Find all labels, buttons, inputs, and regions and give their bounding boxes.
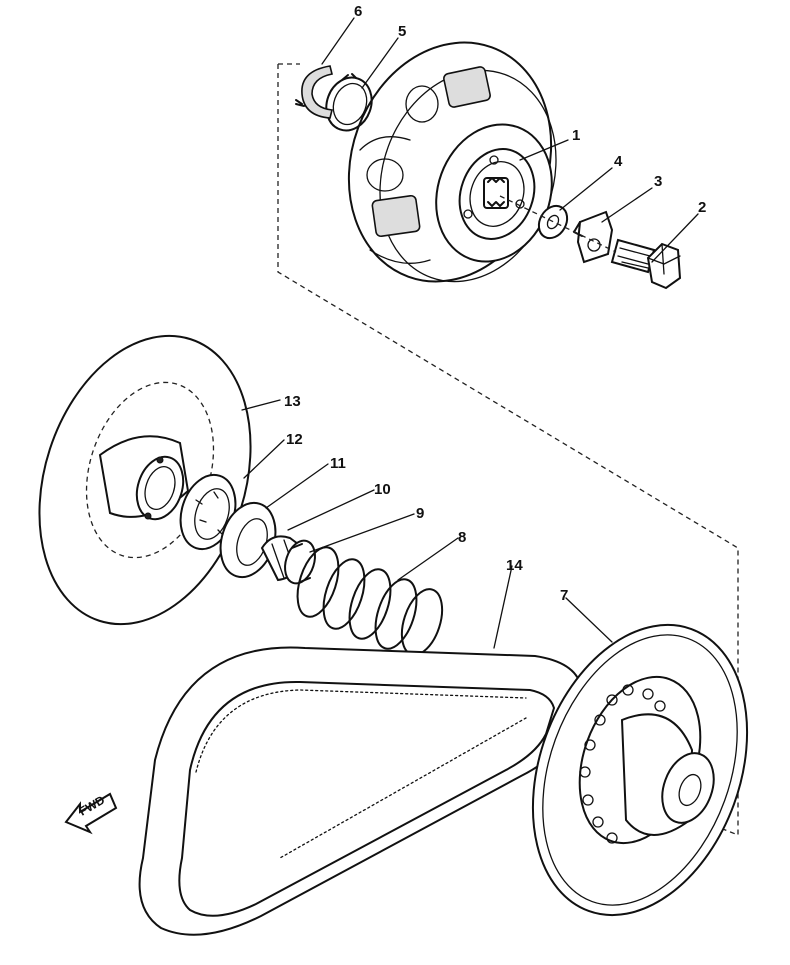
spring-seat	[284, 539, 316, 585]
driven-sheave-inner	[531, 623, 749, 917]
explode-boundary	[277, 63, 739, 836]
callout-9: 9	[416, 505, 424, 522]
callout-4: 4	[614, 153, 623, 170]
drive-belt	[138, 646, 583, 936]
snap-ring	[325, 73, 373, 132]
callout-6: 6	[354, 3, 362, 20]
callout-2: 2	[698, 199, 706, 216]
callout-13: 13	[284, 393, 301, 410]
retaining-clip	[295, 65, 333, 119]
driven-sheave-outer	[38, 334, 252, 626]
callout-12: 12	[286, 431, 303, 448]
clutch-housing	[347, 41, 557, 283]
callout-5: 5	[398, 23, 406, 40]
callout-8: 8	[458, 529, 466, 546]
coil-spring	[296, 546, 444, 656]
callout-labels: 6 5 1 4 3 2 13 12 11 10 9 8 14 7	[284, 3, 706, 604]
leader-lines	[241, 17, 699, 649]
bolt	[610, 238, 682, 290]
callout-11: 11	[330, 455, 346, 472]
lock-plate	[573, 210, 614, 264]
callout-14: 14	[506, 557, 523, 574]
callout-7: 7	[560, 587, 568, 604]
callout-10: 10	[374, 481, 391, 498]
forward-direction-arrow: FWD	[64, 792, 118, 835]
sheave-holes	[579, 684, 666, 844]
callout-3: 3	[654, 173, 662, 190]
callout-1: 1	[572, 127, 580, 144]
